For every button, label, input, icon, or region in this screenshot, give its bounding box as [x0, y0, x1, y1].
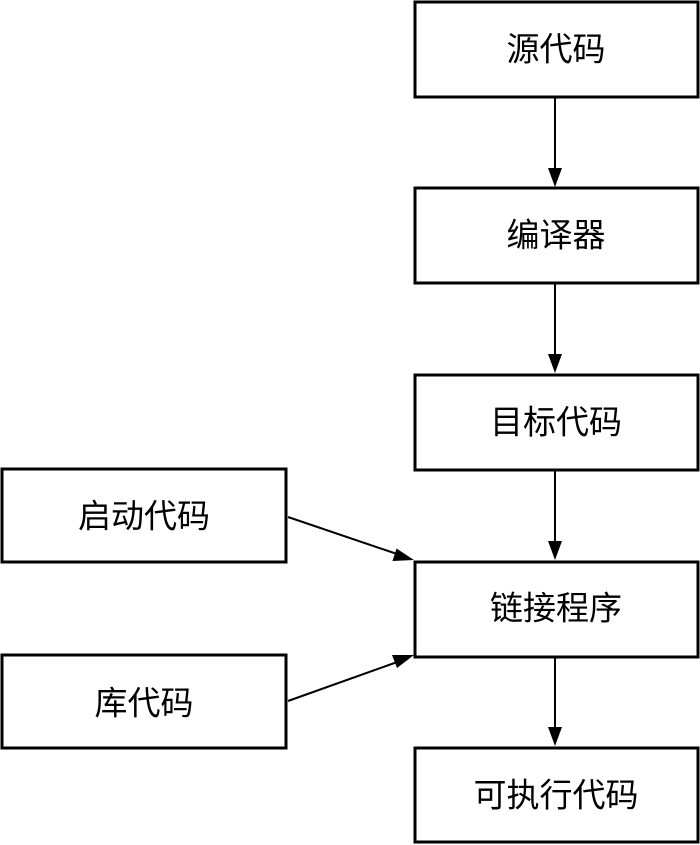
node-startup-code-label: 启动代码: [78, 497, 210, 536]
edge-linker-to-executable: [548, 657, 562, 746]
node-source-code-label: 源代码: [507, 30, 606, 69]
node-source-code: 源代码: [413, 0, 700, 99]
node-linker: 链接程序: [413, 560, 700, 659]
edge-compiler-to-object: [548, 283, 562, 373]
edge-library-to-linker: [287, 655, 414, 702]
edge-source-to-compiler: [548, 97, 562, 187]
node-compiler: 编译器: [413, 186, 700, 285]
node-executable-code-label: 可执行代码: [474, 776, 639, 815]
edge-startup-to-linker: [287, 516, 414, 561]
node-object-code: 目标代码: [413, 373, 700, 472]
node-library-code-label: 库代码: [95, 684, 194, 723]
node-executable-code: 可执行代码: [413, 746, 700, 844]
edge-object-to-linker: [548, 470, 562, 560]
node-object-code-label: 目标代码: [490, 403, 622, 442]
node-compiler-label: 编译器: [507, 216, 606, 255]
node-startup-code: 启动代码: [0, 467, 288, 564]
node-linker-label: 链接程序: [490, 589, 622, 628]
node-library-code: 库代码: [0, 653, 288, 750]
